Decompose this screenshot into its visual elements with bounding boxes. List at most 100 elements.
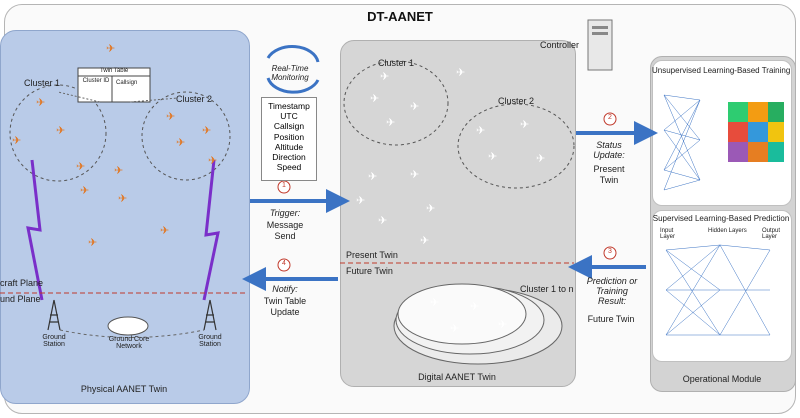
plane-icon: ✈ (166, 111, 176, 123)
output-layer-label: Output Layer (762, 228, 781, 240)
field-direction: Direction (272, 152, 306, 163)
controller-label: Controller (540, 40, 580, 50)
physical-twin-label: Physical AANET Twin (80, 384, 168, 394)
ground-core-network-label: Ground Core Network (108, 336, 150, 350)
plane-icon: ✈ (410, 169, 420, 181)
supervised-panel (652, 210, 792, 362)
digital-twin-label: Digital AANET Twin (418, 372, 496, 382)
physical-cluster-1-circle (9, 84, 107, 182)
plane-icon: ✈ (430, 297, 440, 309)
lightning-right (202, 159, 220, 301)
unsupervised-network-lines (663, 94, 701, 191)
step-3-number: 3 (608, 248, 612, 255)
plane-icon: ✈ (450, 323, 460, 335)
monitoring-label: Real-Time Monitoring (271, 64, 309, 82)
physical-cluster-2-label: Cluster 2 (176, 94, 213, 104)
twin-table-col1: Cluster ID (82, 78, 110, 84)
lightning-left (26, 159, 44, 301)
cluster-grid (728, 102, 784, 162)
step-1-number: 1 (282, 182, 286, 189)
digital-cluster-2-label: Cluster 2 (498, 96, 535, 106)
future-cluster-ellipse-1 (397, 283, 527, 345)
ground-plane-label: und Plane (0, 294, 41, 304)
step-2-line-2: Twin (599, 175, 619, 185)
plane-icon: ✈ (498, 319, 508, 331)
future-twin-label: Future Twin (346, 266, 393, 276)
plane-icon: ✈ (488, 151, 498, 163)
ground-station-icon-right (203, 299, 217, 331)
present-twin-label: Present Twin (346, 250, 398, 260)
ground-station-right-label: Ground Station (198, 334, 222, 348)
supervised-network-lines (665, 244, 771, 336)
cluster-1-to-n-label: Cluster 1 to n (520, 284, 574, 294)
plane-icon: ✈ (380, 71, 390, 83)
operational-module-label: Operational Module (682, 374, 762, 384)
plane-icon: ✈ (12, 135, 22, 147)
twin-table-col2: Callsign (116, 80, 138, 86)
aircraft-plane-label: craft Plane (0, 278, 44, 288)
field-timestamp: Timestamp (268, 101, 310, 111)
diagram-title: DT-AANET (367, 9, 433, 24)
plane-icon: ✈ (476, 125, 486, 137)
plane-icon: ✈ (456, 67, 466, 79)
twin-table-title: Twin Table (100, 68, 129, 74)
digital-cluster-1-ellipse (343, 60, 449, 146)
plane-icon: ✈ (208, 155, 218, 167)
input-layer-label: Input Layer (660, 228, 676, 240)
plane-icon: ✈ (80, 185, 90, 197)
step-1-line-2: Send (274, 231, 296, 241)
plane-icon: ✈ (470, 301, 480, 313)
server-icon (587, 19, 613, 71)
step-4-line-1: Twin Table (263, 296, 307, 306)
physical-cluster-2-circle (141, 91, 231, 181)
step-2-line-1: Present (593, 164, 625, 174)
step-1-title: Trigger: (269, 208, 301, 218)
plane-icon: ✈ (88, 237, 98, 249)
plane-icon: ✈ (520, 119, 530, 131)
field-position: Position (273, 131, 305, 142)
plane-icon: ✈ (356, 195, 366, 207)
plane-icon: ✈ (160, 225, 170, 237)
plane-icon: ✈ (76, 161, 86, 173)
plane-icon: ✈ (114, 165, 124, 177)
field-utc: UTC (280, 111, 298, 122)
plane-icon: ✈ (378, 215, 388, 227)
field-callsign: Callsign (273, 121, 305, 132)
step-3-line-1: Future Twin (587, 314, 635, 324)
field-speed: Speed (276, 162, 302, 173)
step-4-title: Notify: (272, 284, 298, 294)
plane-icon: ✈ (118, 193, 128, 205)
plane-icon: ✈ (56, 125, 66, 137)
plane-icon: ✈ (202, 125, 212, 137)
monitoring-fields-box: Timestamp UTC Callsign Position Altitude… (261, 97, 317, 181)
field-altitude: Altitude (274, 141, 304, 152)
step-4-line-2: Update (270, 307, 300, 317)
step-3-title: Prediction or Training Result: (586, 276, 638, 306)
twin-table (77, 67, 151, 103)
plane-icon: ✈ (536, 153, 546, 165)
plane-icon: ✈ (410, 101, 420, 113)
unsupervised-title: Unsupervised Learning-Based Training (652, 66, 791, 75)
step-4-number: 4 (282, 260, 286, 267)
step-2-title: Status Update: (593, 140, 625, 160)
refresh-cycle-icon (266, 45, 320, 94)
supervised-title: Supervised Learning-Based Prediction (652, 214, 790, 223)
plane-icon: ✈ (106, 43, 116, 55)
plane-icon: ✈ (176, 137, 186, 149)
plane-icon: ✈ (386, 117, 396, 129)
digital-cluster-2-ellipse (457, 103, 575, 189)
ground-station-icon-left (47, 299, 61, 331)
ground-station-left-label: Ground Station (42, 334, 66, 348)
ground-core-network-icon (107, 316, 149, 336)
physical-cluster-1-label: Cluster 1 (24, 78, 61, 88)
digital-cluster-1-label: Cluster 1 (378, 58, 415, 68)
plane-icon: ✈ (368, 171, 378, 183)
plane-icon: ✈ (36, 97, 46, 109)
plane-icon: ✈ (426, 203, 436, 215)
plane-icon: ✈ (370, 93, 380, 105)
step-2-number: 2 (608, 114, 612, 121)
step-1-line-1: Message (266, 220, 304, 230)
hidden-layers-label: Hidden Layers (708, 228, 747, 234)
plane-icon: ✈ (420, 235, 430, 247)
